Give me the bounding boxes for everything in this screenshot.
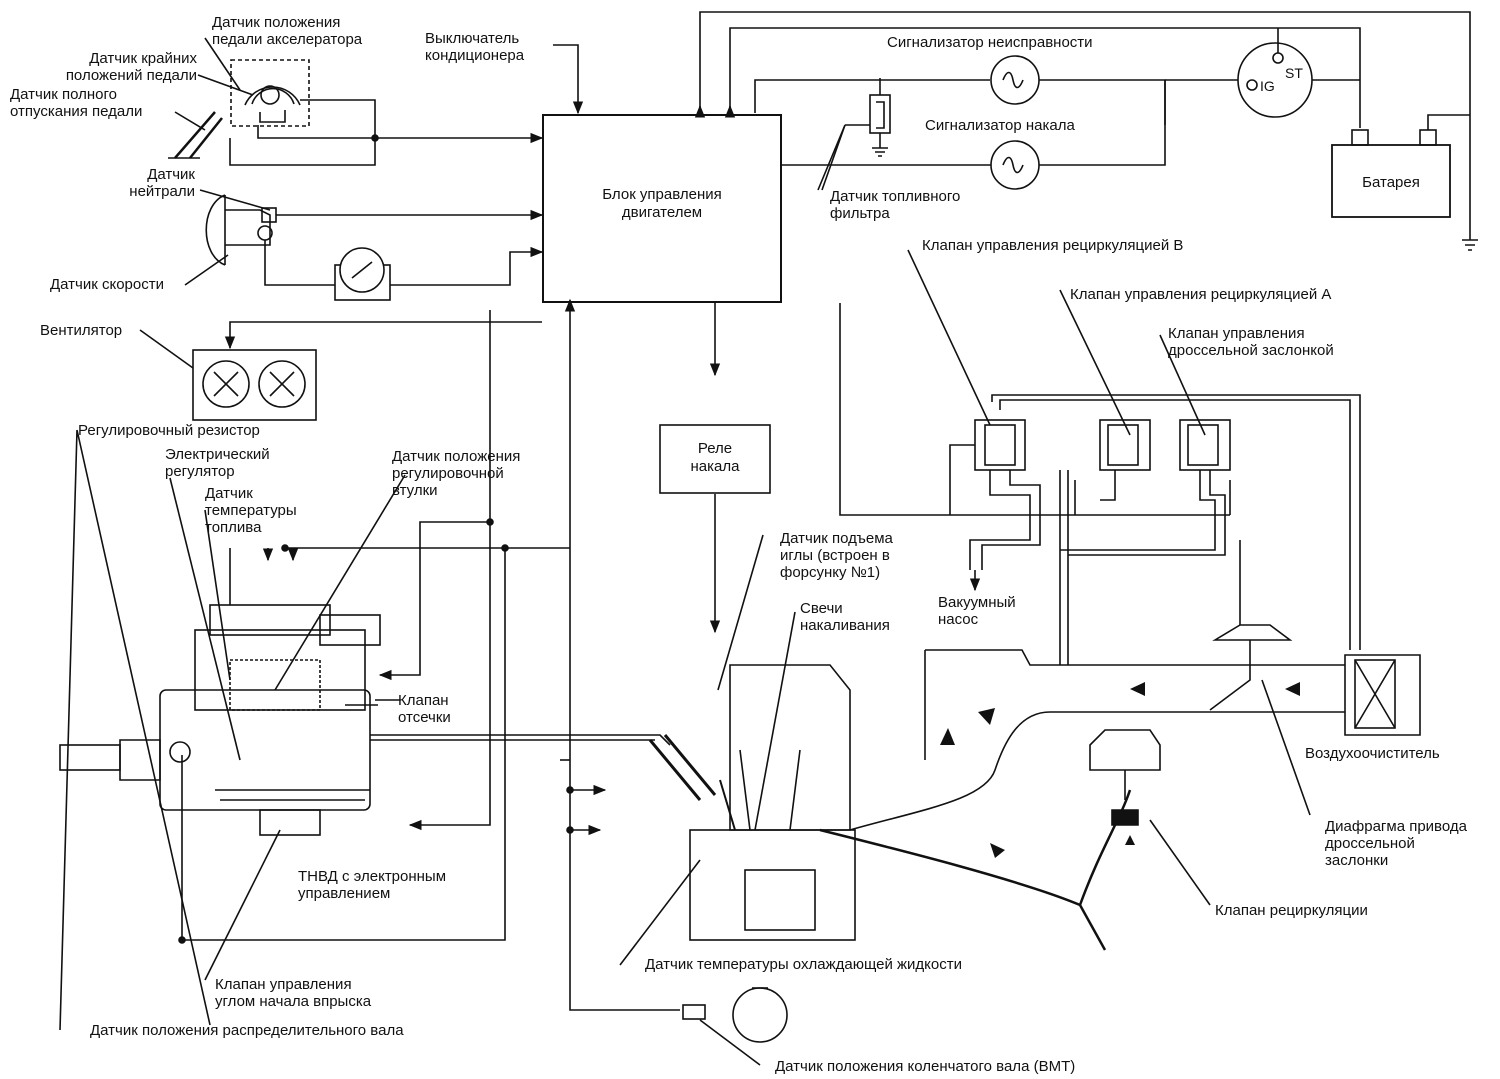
label-egr-valve-a: Клапан управления рециркуляцией A (1070, 286, 1332, 303)
battery-box (1331, 144, 1451, 218)
label-adj-resistor: Регулировочный резистор (78, 422, 260, 439)
label-throttle-diaphragm: Диафрагма привода дроссельной заслонки (1325, 818, 1467, 869)
label-air-cleaner: Воздухоочиститель (1305, 745, 1440, 762)
label-malfunction-lamp: Сигнализатор неисправности (887, 34, 1093, 51)
glow-relay-box (659, 424, 771, 494)
label-speed-sensor: Датчик скорости (50, 276, 164, 293)
label-needle-lift-sensor: Датчик подъема иглы (встроен в форсунку … (780, 530, 893, 581)
label-sleeve-position-sensor: Датчик положения регулировочной втулки (392, 448, 521, 499)
engine-block-icon (648, 664, 856, 941)
ecu-box (542, 114, 782, 303)
label-pedal-position: Датчик положения педали акселератора (212, 14, 363, 48)
label-egr-valve-b: Клапан управления рециркуляцией B (922, 237, 1184, 254)
label-injection-pump: ТНВД с электронным управлением (298, 868, 447, 902)
glow-relay-label: Реле накала (690, 440, 740, 475)
ecu-label: Блок управления двигателем (602, 186, 722, 221)
speedometer-icon (334, 247, 391, 301)
label-crankshaft-sensor: Датчик положения коленчатого вала (ВМТ) (775, 1058, 1076, 1075)
label-neutral-sensor: Датчик нейтрали (129, 166, 195, 200)
label-pedal-release: Датчик полного отпускания педали (10, 86, 143, 120)
crankshaft-sensor-icon (682, 987, 788, 1043)
label-pedal-limit: Датчик крайних положений педали (65, 50, 197, 84)
throttle-diaphragm-icon (1209, 624, 1293, 711)
label-camshaft-sensor: Датчик положения распределительного вала (90, 1022, 404, 1039)
label-cutoff-valve: Клапан отсечки (398, 692, 451, 726)
label-timing-valve: Клапан управления углом начала впрыска (215, 976, 372, 1010)
vacuum-pipes (969, 394, 1361, 665)
label-fuel-filter-sensor: Датчик топливного фильтра (830, 188, 961, 222)
label-ig: IG (1260, 78, 1275, 94)
egr-valve-icon (1089, 729, 1161, 826)
accelerator-pedal-sensor-icon (168, 59, 310, 159)
label-fuel-temp-sensor: Датчик температуры топлива (205, 485, 297, 536)
label-coolant-temp-sensor: Датчик температуры охлаждающей жидкости (645, 956, 962, 973)
label-egr-valve: Клапан рециркуляции (1215, 902, 1368, 919)
injection-pump-icon (59, 604, 381, 836)
intake-manifold (849, 649, 1421, 831)
label-glow-lamp: Сигнализатор накала (925, 117, 1075, 134)
label-throttle-control-valve: Клапан управления дроссельной заслонкой (1168, 325, 1334, 359)
label-vacuum-pump: Вакуумный насос (938, 594, 1016, 628)
label-battery: Батарея (1362, 174, 1420, 191)
label-fan: Вентилятор (40, 322, 123, 339)
fuel-filter-sensor-icon (869, 80, 891, 157)
label-glow-plugs: Свечи накаливания (800, 600, 890, 634)
label-st: ST (1285, 65, 1303, 81)
label-ac-switch: Выключатель кондиционера (425, 30, 525, 64)
label-electric-governor: Электрический регулятор (165, 446, 270, 480)
fan-icon (192, 349, 317, 421)
